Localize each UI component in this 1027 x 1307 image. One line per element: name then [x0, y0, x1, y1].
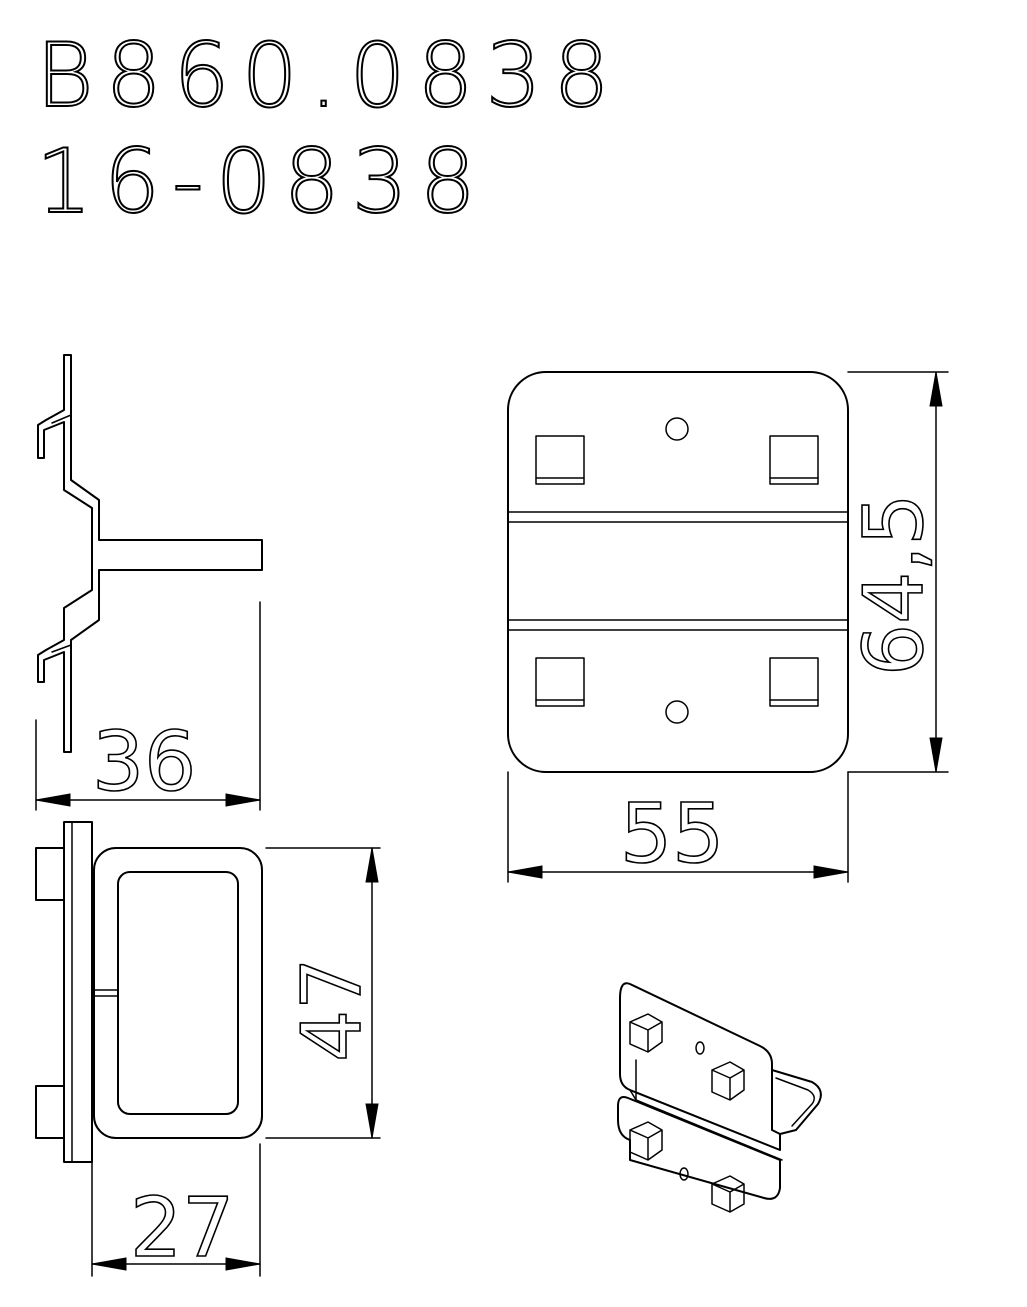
tab — [769, 435, 819, 485]
bottom-view: 47 27 — [35, 821, 381, 1277]
arrow-right-icon — [813, 865, 849, 879]
arrow-down-icon — [365, 1103, 379, 1139]
part-number-subtitle: 16-0838 — [36, 130, 488, 233]
dimension-front-width: 55 — [620, 787, 724, 882]
part-number-title: B860.0838 — [36, 24, 622, 127]
mounting-hole — [665, 417, 689, 441]
tab — [535, 657, 585, 707]
arrow-left-icon — [91, 1257, 127, 1271]
arrow-left-icon — [35, 793, 71, 807]
tab — [769, 657, 819, 707]
mounting-hole — [665, 700, 689, 724]
dimension-bottom-width: 27 — [130, 1181, 234, 1276]
mounting-hole — [695, 1041, 705, 1055]
arrow-up-icon — [929, 371, 943, 407]
arrow-left-icon — [507, 865, 543, 879]
arrow-up-icon — [365, 847, 379, 883]
dimension-bottom-height: 47 — [285, 958, 380, 1062]
side-view: 36 — [35, 354, 263, 811]
mounting-hole — [679, 1167, 689, 1181]
arrow-right-icon — [225, 1257, 261, 1271]
isometric-view — [617, 982, 822, 1213]
dimension-front-height: 64,5 — [847, 493, 942, 676]
arrow-down-icon — [929, 737, 943, 773]
front-view: 64,5 55 — [507, 371, 949, 883]
dimension-side-width: 36 — [92, 715, 196, 810]
tab — [535, 435, 585, 485]
arrow-right-icon — [225, 793, 261, 807]
